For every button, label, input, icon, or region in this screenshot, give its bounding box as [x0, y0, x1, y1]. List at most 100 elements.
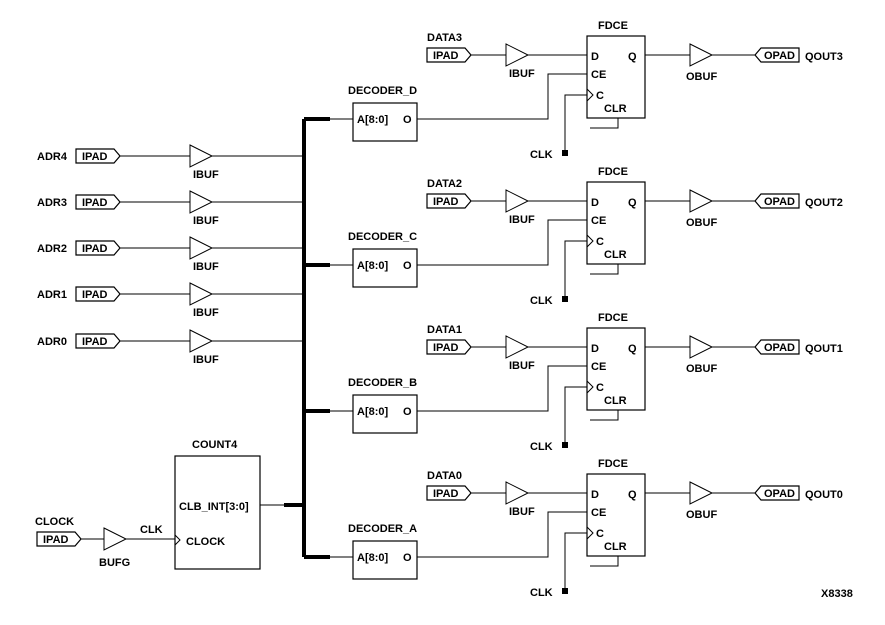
fdce-name: FDCE: [598, 166, 628, 178]
fdce-q-pin: Q: [628, 489, 637, 501]
fdce-ce-pin: CE: [591, 361, 606, 373]
wire: [590, 556, 619, 567]
fdce-clr-pin: CLR: [604, 395, 627, 407]
decoder-output-pin: O: [403, 406, 412, 418]
qout-label: QOUT0: [805, 489, 843, 501]
counter-name: COUNT4: [192, 439, 238, 451]
wire: [590, 118, 619, 129]
fdce-q-pin: Q: [628, 343, 637, 355]
ibuf: [505, 481, 530, 505]
clock-pin-marker: [174, 534, 181, 546]
clock-net-terminal: [562, 296, 568, 302]
ibuf-label: IBUF: [193, 261, 219, 273]
counter-block: [174, 455, 261, 570]
fdce-block: [586, 181, 646, 265]
data-ipad-label: IPAD: [433, 50, 459, 62]
obuf-label: OBUF: [686, 217, 717, 229]
wire: [417, 511, 587, 558]
opad-label: OPAD: [764, 196, 795, 208]
decoder-block: [352, 248, 418, 288]
decoder-output-pin: O: [403, 260, 412, 272]
ipad-label: IPAD: [82, 336, 108, 348]
decoder-name: DECODER_D: [348, 85, 417, 97]
ibuf-label: IBUF: [509, 506, 535, 518]
data-ipad-label: IPAD: [433, 342, 459, 354]
data-ipad: [426, 193, 472, 209]
qout-label: QOUT3: [805, 51, 843, 63]
fdce-c-pin: C: [596, 90, 604, 102]
wire: [564, 240, 587, 296]
ipad-label: IPAD: [82, 289, 108, 301]
fdce-name: FDCE: [598, 312, 628, 324]
ibuf-label: IBUF: [193, 215, 219, 227]
ibuf: [189, 329, 214, 353]
ibuf-label: IBUF: [509, 214, 535, 226]
decoder-name: DECODER_B: [348, 377, 417, 389]
clock-pin-marker: [586, 526, 594, 540]
bufg: [103, 527, 128, 551]
decoder-name: DECODER_C: [348, 231, 417, 243]
clk-net-label: CLK: [530, 149, 553, 161]
clock-net-label: CLK: [140, 524, 163, 536]
ibuf: [189, 236, 214, 260]
fdce-c-pin: C: [596, 528, 604, 540]
clock-ipad: [36, 531, 82, 547]
fdce-d-pin: D: [591, 51, 599, 63]
ibuf: [189, 282, 214, 306]
wire: [564, 386, 587, 442]
obuf: [689, 189, 714, 213]
wire: [417, 73, 587, 120]
fdce-block: [586, 327, 646, 411]
fdce-c-pin: C: [596, 236, 604, 248]
ipad-label: IPAD: [82, 151, 108, 163]
clock-net-terminal: [562, 150, 568, 156]
fdce-clr-pin: CLR: [604, 249, 627, 261]
ipad: [75, 194, 121, 210]
fdce-clr-pin: CLR: [604, 541, 627, 553]
opad: [754, 47, 800, 63]
clk-net-label: CLK: [530, 441, 553, 453]
obuf: [689, 481, 714, 505]
clk-net-label: CLK: [530, 587, 553, 599]
ibuf-label: IBUF: [193, 307, 219, 319]
wire: [417, 365, 587, 412]
data-ipad: [426, 339, 472, 355]
diagram-id-label: X8338: [821, 588, 853, 600]
qout-label: QOUT1: [805, 343, 843, 355]
ipad: [75, 240, 121, 256]
ibuf-label: IBUF: [193, 169, 219, 181]
ibuf-label: IBUF: [509, 360, 535, 372]
address-label: ADR1: [37, 289, 67, 301]
fdce-block: [586, 473, 646, 557]
clock-ipad-label: IPAD: [43, 534, 69, 546]
clock-net-terminal: [562, 442, 568, 448]
fdce-name: FDCE: [598, 20, 628, 32]
decoder-input-pin: A[8:0]: [357, 406, 389, 418]
ipad-label: IPAD: [82, 243, 108, 255]
obuf: [689, 43, 714, 67]
opad-label: OPAD: [764, 342, 795, 354]
wire: [590, 410, 619, 421]
wire: [564, 532, 587, 588]
fdce-d-pin: D: [591, 489, 599, 501]
data-label: DATA2: [427, 178, 462, 190]
decoder-output-pin: O: [403, 552, 412, 564]
fdce-q-pin: Q: [628, 197, 637, 209]
address-label: ADR2: [37, 243, 67, 255]
opad: [754, 485, 800, 501]
ipad-label: IPAD: [82, 197, 108, 209]
ibuf: [505, 189, 530, 213]
ibuf: [505, 43, 530, 67]
data-ipad-label: IPAD: [433, 488, 459, 500]
data-ipad: [426, 485, 472, 501]
ibuf: [189, 144, 214, 168]
clock-pin-marker: [586, 380, 594, 394]
clk-net-label: CLK: [530, 295, 553, 307]
data-ipad: [426, 47, 472, 63]
decoder-input-pin: A[8:0]: [357, 260, 389, 272]
decoder-block: [352, 540, 418, 580]
obuf-label: OBUF: [686, 71, 717, 83]
fdce-d-pin: D: [591, 197, 599, 209]
